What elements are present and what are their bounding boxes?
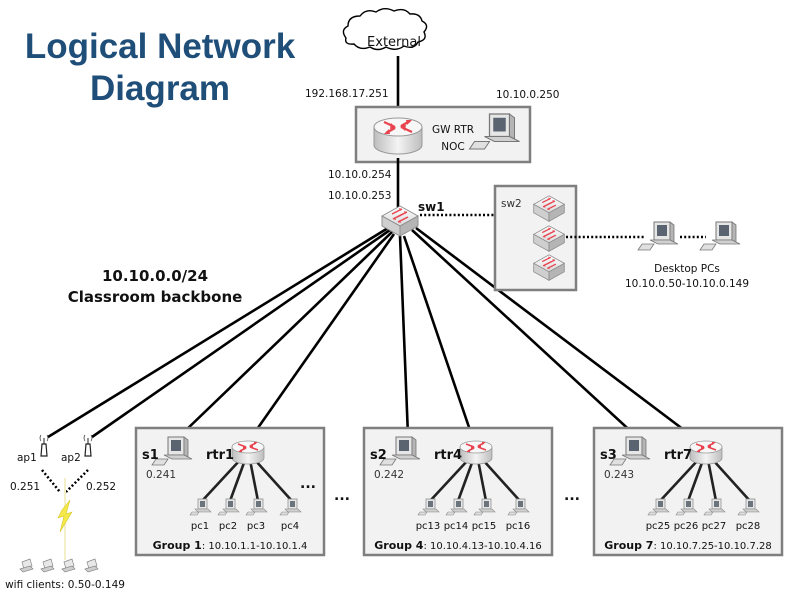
- group-range: : 10.10.4.13-10.10.4.16: [423, 541, 541, 552]
- ap1-ip: 0.251: [10, 481, 40, 493]
- wifi-client-laptop-icon: [61, 558, 76, 573]
- group-range: : 10.10.7.25-10.10.7.28: [653, 541, 771, 552]
- router-icon: [372, 116, 424, 156]
- ap2-label: ap2: [61, 452, 81, 464]
- ap2-antenna-icon: [83, 434, 93, 457]
- link-router-pc: [228, 459, 247, 502]
- link-sw1-rtr1: [246, 233, 396, 443]
- link-router-pc: [712, 459, 751, 502]
- group-name: Group 4: [374, 539, 424, 552]
- title-line-2: Diagram: [90, 69, 230, 108]
- pc-label: pc14: [444, 521, 469, 532]
- link-sw1-s1: [183, 231, 393, 433]
- wifi-clients-label: wifi clients: 0.50-0.149: [5, 579, 125, 591]
- lightning-icon: [57, 499, 73, 533]
- link-router-pc: [706, 459, 718, 502]
- backbone-name: Classroom backbone: [68, 288, 243, 306]
- group-name: Group 7: [604, 539, 653, 552]
- group-frame: [592, 426, 784, 557]
- link-router-pc: [476, 459, 488, 502]
- ap2-ip: 0.252: [86, 481, 116, 493]
- backbone-subnet: 10.10.0.0/24: [102, 267, 208, 285]
- router-icon: [689, 440, 723, 465]
- pc-label: pc25: [646, 521, 671, 532]
- ap1-antenna-icon: [39, 434, 49, 457]
- link-sw1-rtr4: [402, 235, 476, 443]
- router-label: rtr1: [206, 448, 234, 463]
- group-1-box: s1 0.241 rtr1 pc1 pc2 pc3 pc4... Group 1: 10.10…: [134, 426, 326, 557]
- ap1-wifi-link: [41, 469, 61, 493]
- external-cloud: External: [342, 8, 428, 51]
- external-label: External: [367, 35, 421, 50]
- server-label: s3: [600, 448, 617, 463]
- external-ip: 192.168.17.251: [305, 88, 389, 100]
- pc-label: pc4: [281, 521, 299, 532]
- desktop-pcs-range: 10.10.0.50-10.10.0.149: [625, 278, 749, 290]
- wifi-client-laptop-icon: [84, 558, 99, 573]
- server-label: s1: [142, 448, 159, 463]
- group-caption: Group 4: 10.10.4.13-10.10.4.16: [374, 539, 542, 552]
- link-router-pc: [456, 459, 475, 502]
- link-router-pc: [201, 459, 241, 502]
- router-icon: [231, 440, 265, 465]
- router-icon: [459, 440, 493, 465]
- group-frame: [134, 426, 326, 557]
- link-sw1-s3: [411, 229, 637, 437]
- pc-label: pc16: [506, 521, 531, 532]
- pc-label: pc27: [702, 521, 727, 532]
- link-router-pc: [482, 459, 521, 502]
- link-router-pc: [254, 459, 293, 502]
- noc-ip: 10.10.0.250: [496, 89, 559, 101]
- link-sw1-s2: [398, 235, 410, 437]
- pc-label: pc3: [247, 521, 265, 532]
- sw1-label: sw1: [418, 200, 445, 214]
- gw-inside-ip: 10.10.0.254: [328, 169, 392, 181]
- router-label: rtr4: [434, 448, 462, 463]
- noc-label: NOC: [441, 141, 464, 153]
- desktop-pcs-label: Desktop PCs: [654, 263, 720, 275]
- server-ip: 0.241: [146, 469, 176, 481]
- wifi-client-laptop-icon: [19, 558, 34, 573]
- sw2-label: sw2: [501, 198, 522, 210]
- pc-label: pc1: [191, 521, 209, 532]
- group-range: : 10.10.1.1-10.10.1.4: [202, 541, 308, 552]
- ellipsis-groups-4-7: ...: [564, 488, 580, 504]
- cloud-icon: [342, 8, 428, 51]
- pc-label: pc15: [472, 521, 497, 532]
- link-sw1-ap1: [47, 226, 389, 439]
- group-name: Group 1: [153, 539, 202, 552]
- ellipsis-groups-1-4: ...: [334, 488, 350, 504]
- link-sw1-ap2: [91, 228, 391, 439]
- group-frame: [362, 426, 554, 557]
- pc-label: pc13: [416, 521, 441, 532]
- sw1-ip: 10.10.0.253: [328, 190, 391, 202]
- group-caption: Group 7: 10.10.7.25-10.10.7.28: [604, 539, 772, 552]
- pc-label: pc28: [736, 521, 761, 532]
- router-label: rtr7: [664, 448, 692, 463]
- server-ip: 0.243: [604, 469, 634, 481]
- ellipsis-more-pcs: ...: [300, 476, 316, 492]
- server-label: s2: [370, 448, 387, 463]
- link-router-pc: [248, 459, 260, 502]
- gw-router-label: GW RTR: [432, 124, 474, 136]
- pc-label: pc26: [674, 521, 699, 532]
- wifi-client-laptop-icon: [40, 558, 55, 573]
- desktop-pc-icon-1: [637, 221, 679, 251]
- link-router-pc: [659, 459, 699, 502]
- link-sw1-rtr7: [415, 226, 701, 444]
- pc-label: pc2: [219, 521, 237, 532]
- link-router-pc: [686, 459, 705, 502]
- server-ip: 0.242: [374, 469, 404, 481]
- title-line-1: Logical Network: [25, 27, 296, 66]
- ap2-wifi-link: [65, 469, 89, 493]
- group-caption: Group 1: 10.10.1.1-10.10.1.4: [153, 539, 308, 552]
- ap1-label: ap1: [17, 452, 37, 464]
- link-router-pc: [429, 459, 469, 502]
- backbone-links: [47, 226, 701, 444]
